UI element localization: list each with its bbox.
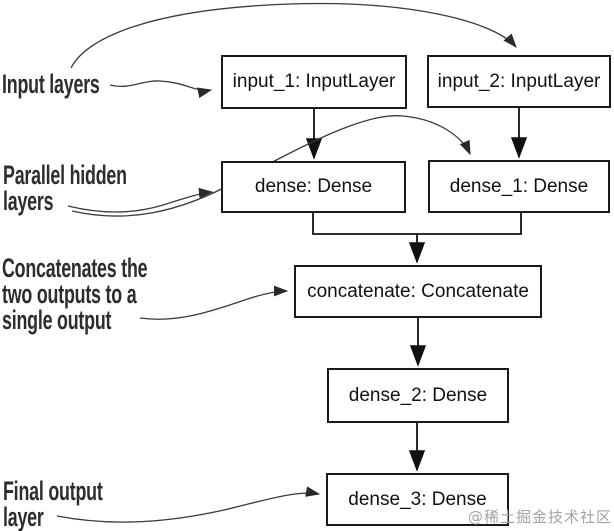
annotation-parallel-hidden-layers: Parallel hidden layers [3, 160, 127, 216]
annotation-line: Final output [3, 476, 103, 506]
watermark-text: @稀土掘金技术社区 [467, 508, 612, 526]
node-concatenate-label: concatenate: Concatenate [307, 280, 529, 302]
node-input-2: input_2: InputLayer [427, 55, 611, 108]
node-input-1: input_1: InputLayer [221, 55, 407, 109]
node-dense-3-label: dense_3: Dense [348, 488, 487, 510]
annotation-line: Concatenates the [2, 253, 148, 283]
node-concatenate: concatenate: Concatenate [294, 265, 542, 318]
node-input-2-label: input_2: InputLayer [437, 70, 601, 92]
edge-merge-elbow [312, 213, 522, 235]
annotation-line: single output [2, 305, 112, 335]
annotation-line: layers [3, 186, 54, 216]
annotation-line: Input layers [2, 69, 100, 99]
node-dense-1: dense_1: Dense [428, 160, 610, 213]
annotation-input-layers: Input layers [2, 69, 100, 99]
node-dense-1-label: dense_1: Dense [449, 175, 589, 197]
node-dense-2: dense_2: Dense [327, 368, 509, 423]
annotation-final-output-layer: Final output layer [3, 476, 103, 531]
node-dense-2-label: dense_2: Dense [348, 384, 488, 406]
annotation-line: Parallel hidden [3, 160, 127, 190]
node-dense-label: dense: Dense [254, 176, 373, 197]
note-arrow-input-layers-to-input2 [70, 2, 517, 69]
note-arrow-input-layers-to-input1 [109, 80, 213, 98]
note-arrow-concatenate [139, 285, 289, 320]
annotation-line: two outputs to a [2, 279, 137, 309]
node-input-1-label: input_1: InputLayer [232, 71, 396, 92]
note-arrow-final-output [56, 486, 321, 523]
annotation-line: layer [3, 502, 44, 531]
node-dense-3: dense_3: Dense [326, 473, 509, 526]
annotation-concatenates: Concatenates the two outputs to a single… [2, 253, 148, 335]
note-arrow-parallel-to-dense [67, 187, 214, 213]
note-arrow-parallel-to-dense1 [71, 115, 471, 217]
node-dense: dense: Dense [221, 161, 406, 213]
